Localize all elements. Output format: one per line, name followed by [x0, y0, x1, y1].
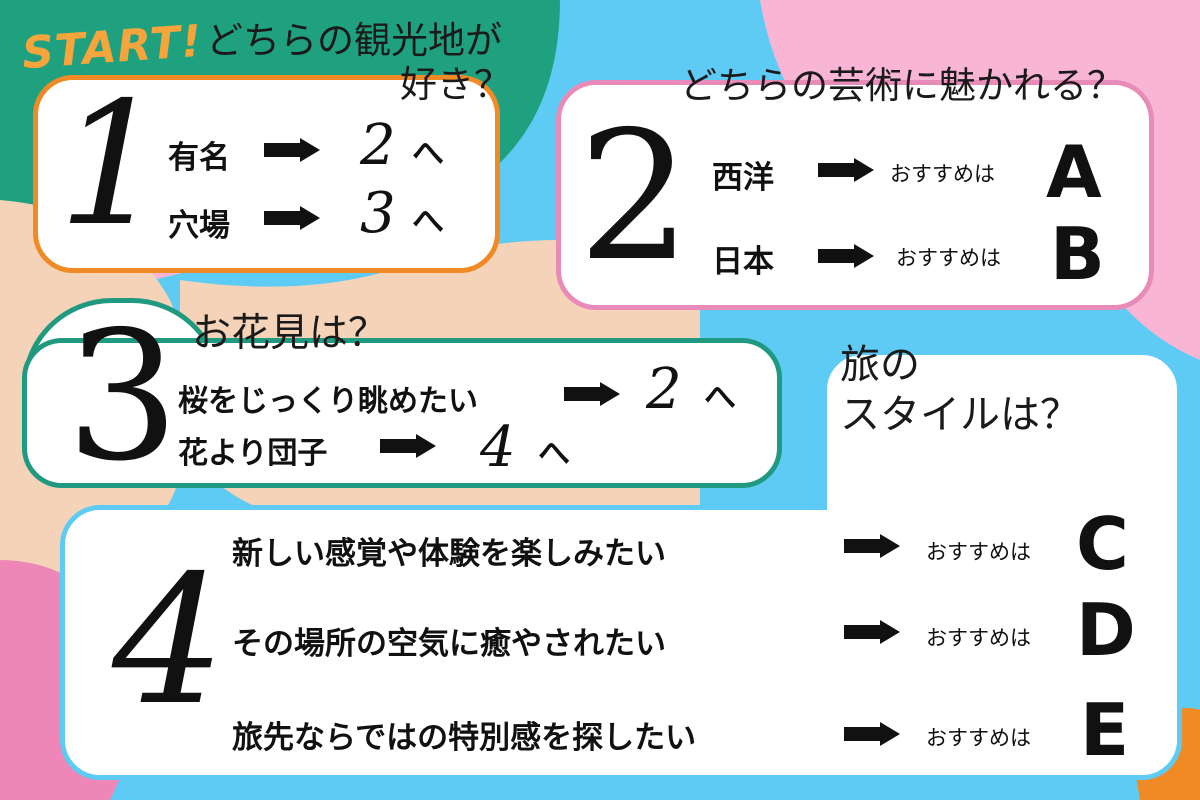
q4-option-1-label: 新しい感覚や体験を楽しみたい	[232, 536, 666, 572]
q3-option-1-label: 桜をじっくり眺めたい	[178, 384, 478, 419]
question-4-card-fill	[827, 360, 1177, 775]
q2-option-2-arrow-icon	[818, 244, 874, 268]
q3-option-2-target: 4	[480, 415, 516, 480]
q1-option-1-suffix: へ	[412, 134, 445, 172]
q4-option-3-result: E	[1080, 688, 1130, 772]
question-1-text-line1: どちらの観光地が	[206, 19, 502, 62]
q4-option-2-result: D	[1076, 588, 1136, 672]
q2-option-1-result: A	[1046, 130, 1102, 214]
q2-option-1-label: 西洋	[712, 160, 774, 196]
question-3-text: お花見は？	[192, 311, 388, 356]
q3-option-2-suffix: へ	[538, 434, 571, 472]
question-1-card	[33, 75, 500, 273]
q1-option-1-arrow-icon	[264, 138, 320, 162]
question-2-card	[556, 80, 1154, 310]
q1-option-2-arrow-icon	[264, 206, 320, 230]
q1-option-2-label: 穴場	[168, 208, 230, 244]
q4-option-1-result: C	[1076, 502, 1129, 586]
question-3-card-fill	[27, 343, 217, 483]
q4-option-2-arrow-icon	[844, 620, 900, 644]
q3-option-1-target: 2	[646, 357, 682, 422]
q4-option-1-rec: おすすめは	[926, 540, 1031, 564]
q3-option-2-label: 花より団子	[178, 436, 328, 471]
q1-option-1-label: 有名	[168, 140, 230, 176]
q4-option-2-rec: おすすめは	[926, 626, 1031, 650]
q4-option-3-label: 旅先ならではの特別感を探したい	[232, 720, 697, 756]
q1-option-1-target: 2	[360, 113, 396, 178]
q4-option-2-label: その場所の空気に癒やされたい	[232, 626, 666, 662]
question-2-text: どちらの芸術に魅かれる？	[680, 64, 1124, 107]
q4-option-1-arrow-icon	[844, 534, 900, 558]
question-1-number: 1	[58, 66, 167, 264]
q2-option-1-rec: おすすめは	[890, 162, 995, 186]
q3-option-2-arrow-icon	[380, 434, 436, 458]
q4-option-3-rec: おすすめは	[926, 726, 1031, 750]
q1-option-2-target: 3	[360, 181, 396, 246]
question-3-number: 3	[66, 293, 180, 500]
question-1-text-line2: 好き？	[400, 63, 511, 106]
question-4-number: 4	[112, 537, 226, 744]
q3-option-1-suffix: へ	[704, 378, 737, 416]
q2-option-2-label: 日本	[712, 244, 774, 280]
q2-option-2-rec: おすすめは	[896, 246, 1001, 270]
question-2-number: 2	[578, 93, 692, 300]
q2-option-2-result: B	[1050, 212, 1105, 296]
question-4-text-line2: スタイルは？	[840, 392, 1080, 438]
q2-option-1-arrow-icon	[818, 158, 874, 182]
q3-option-1-arrow-icon	[564, 382, 620, 406]
q1-option-2-suffix: へ	[412, 202, 445, 240]
question-4-text-line1: 旅の	[840, 342, 920, 388]
q4-option-3-arrow-icon	[844, 722, 900, 746]
